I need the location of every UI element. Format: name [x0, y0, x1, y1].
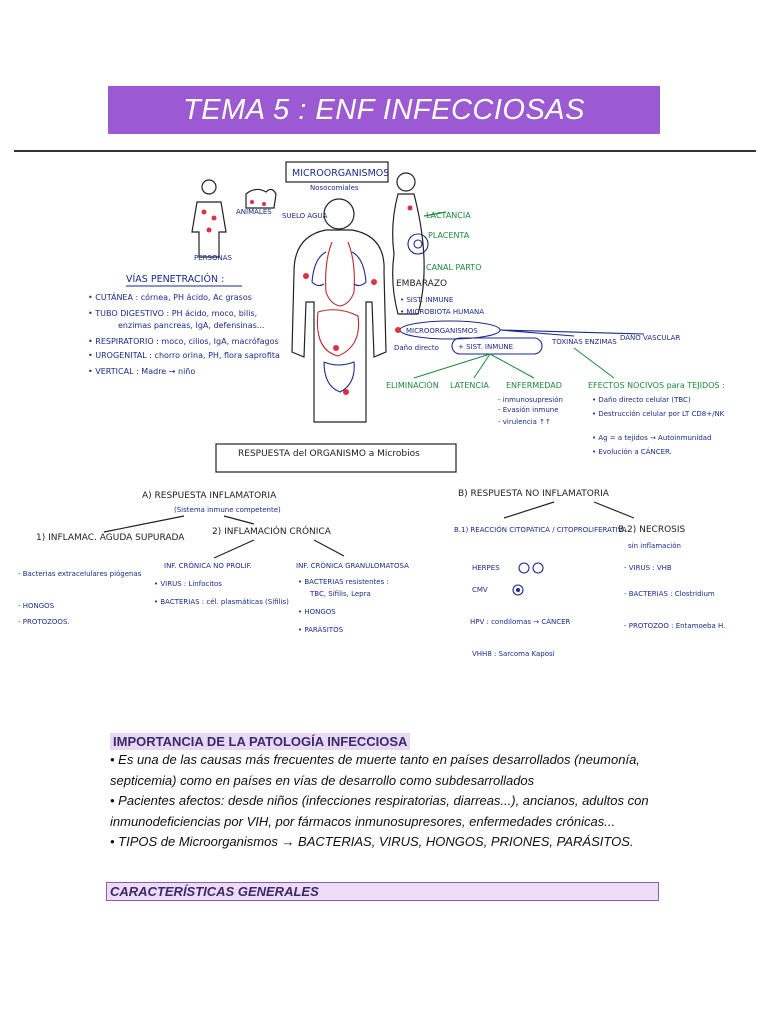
label-efecto-3: • Ag = a tejidos → Autoinmunidad [592, 434, 712, 442]
b1-item-3: VHH8 : Sarcoma Kaposi [472, 650, 555, 658]
label-canal-parto: CANAL PARTO [426, 263, 481, 272]
label-personas: PERSONAS [194, 254, 232, 262]
section-heading-caracteristicas: CARACTERÍSTICAS GENERALES [106, 882, 659, 901]
via-respiratorio: • RESPIRATORIO : moco, cilios, IgA, macr… [88, 336, 279, 346]
aguda-item-0: - Bacterias extracelulares piógenas [18, 570, 142, 578]
label-dano-directo: Daño directo [394, 344, 439, 352]
aguda-item-2: - PROTOZOOS. [18, 618, 70, 626]
label-inf-granulomatosa: INF. CRÓNICA GRANULOMATOSA [296, 561, 409, 570]
label-nosocomiales: Nosocomiales [310, 184, 359, 192]
page-title: TEMA 5 : ENF INFECCIOSAS [108, 86, 660, 134]
label-animales: ANIMALES [236, 208, 272, 216]
via-tubo-digestivo: • TUBO DIGESTIVO : PH ácido, moco, bilis… [88, 309, 257, 318]
label-inmunosupresion: - inmunosupresión [498, 396, 563, 404]
animal-icon [245, 188, 277, 209]
small-person-figure [191, 179, 227, 258]
via-urogenital: • UROGENITAL : chorro orina, PH, flora s… [88, 351, 280, 360]
label-placenta: PLACENTA [428, 231, 470, 240]
granulom-item-2: • HONGOS [298, 608, 336, 616]
importancia-paragraph-3: • TIPOS de Microorganismos → BACTERIAS, … [110, 834, 634, 849]
label-lactancia: LACTANCIA [426, 211, 471, 220]
central-body-figure [291, 198, 387, 423]
via-vertical: • VERTICAL : Madre → niño [88, 367, 195, 376]
b2-item-1: - BACTERIAS : Clostridium [624, 590, 715, 598]
label-inflamacion-aguda: 1) INFLAMAC. AGUDA SUPURADA [36, 533, 185, 543]
label-sist-inmune-2: + SIST. INMUNE [458, 343, 513, 351]
label-efectos-nocivos: EFECTOS NOCIVOS para TEJIDOS : [588, 381, 725, 390]
label-eliminacion: ELIMINACIÓN [386, 379, 439, 390]
section-heading-importancia: IMPORTANCIA DE LA PATOLOGÍA INFECCIOSA [110, 733, 411, 750]
label-efecto-2: • Destrucción celular por LT CD8+/NK [592, 410, 725, 418]
granulom-item-3: • PARÁSITOS [298, 625, 344, 634]
label-efecto-1: • Daño directo celular (TBC) [592, 396, 691, 404]
b1-item-1: CMV [472, 586, 488, 594]
no-prolif-item-0: • VIRUS : Linfocitos [154, 580, 222, 588]
granulom-item-0: • BACTERIAS resistentes : [298, 578, 389, 586]
label-microorganismos-2: MICROORGANISMOS [406, 327, 478, 335]
via-tubo-digestivo-2: enzimas pancreas, IgA, defensinas... [118, 321, 264, 330]
label-embarazo: EMBARAZO [396, 279, 447, 289]
label-inf-no-prolif: INF. CRÓNICA NO PROLIF. [164, 561, 252, 570]
label-sist-inmune: • SIST. INMUNE [400, 296, 453, 304]
label-respuesta-organismo: RESPUESTA del ORGANISMO a Microbios [238, 449, 420, 459]
b2-item-0: - VIRUS : VHB [624, 564, 672, 572]
label-toxinas: TOXINAS ENZIMAS [551, 338, 617, 346]
label-efecto-4: • Evolución a CÁNCER. [592, 447, 672, 456]
label-latencia: LATENCIA [450, 381, 489, 390]
b2-item-2: - PROTOZOO : Entamoeba H. [624, 622, 725, 630]
importancia-body: • Es una de las causas más frecuentes de… [110, 750, 660, 853]
b1-item-2: HPV : condilomas → CÁNCER [470, 617, 571, 626]
label-respuesta-inflamatoria: A) RESPUESTA INFLAMATORIA [142, 491, 277, 501]
label-virulencia: - virulencia ↑↑ [498, 418, 551, 426]
label-enfermedad: ENFERMEDAD [506, 381, 562, 390]
label-suelo-agua: SUELO AGUA [282, 212, 328, 220]
granulom-item-1: TBC, Sífilis, Lepra [309, 590, 371, 598]
importancia-paragraph-1: • Es una de las causas más frecuentes de… [110, 752, 640, 788]
label-inflamacion-cronica: 2) INFLAMACIÓN CRÓNICA [212, 525, 332, 537]
label-evasion: - Evasión inmune [498, 406, 559, 414]
label-sin-inflamacion: sin inflamación [628, 542, 681, 550]
label-respuesta-no-inflamatoria: B) RESPUESTA NO INFLAMATORIA [458, 489, 610, 499]
label-sistema-inmune-competente: (Sistema inmune competente) [174, 506, 281, 514]
label-b1: B.1) REACCIÓN CITOPÁTICA / CITOPROLIFERA… [454, 525, 627, 534]
concept-map-diagram: MICROORGANISMOS Nosocomiales PERSONAS AN… [14, 150, 756, 706]
via-cutanea: • CUTÁNEA : córnea, PH ácido, Ac grasos [88, 291, 252, 302]
label-dano-vascular: DAÑO VASCULAR [620, 333, 680, 342]
label-vias-penetracion: VÍAS PENETRACIÓN : [126, 273, 224, 285]
label-b2-necrosis: B.2) NECROSIS [618, 525, 686, 535]
b1-item-0: HERPES [472, 564, 500, 572]
label-microorganismos: MICROORGANISMOS [292, 168, 389, 179]
pregnant-figure [392, 172, 429, 315]
importancia-paragraph-2: • Pacientes afectos: desde niños (infecc… [110, 793, 649, 829]
label-microbiota: • MICROBIOTA HUMANA [400, 308, 484, 316]
aguda-item-1: - HONGOS [18, 602, 55, 610]
no-prolif-item-1: • BACTERIAS : cél. plasmáticas (Sífilis) [154, 598, 289, 606]
